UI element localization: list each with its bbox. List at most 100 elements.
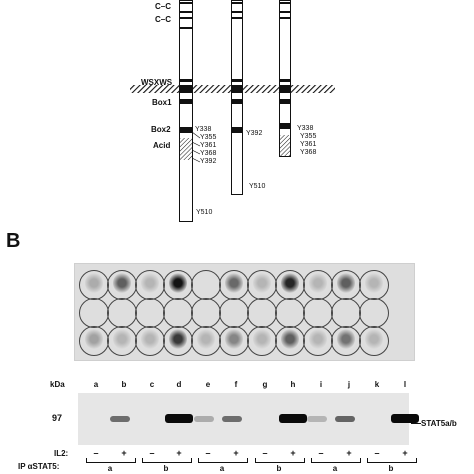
lane-letter: b xyxy=(121,380,127,389)
ip-group-label: a xyxy=(107,464,113,473)
ip-group-label: a xyxy=(219,464,225,473)
stat5-band xyxy=(391,414,419,423)
tyrosine-label: Y338 xyxy=(297,125,314,132)
lane-letter: l xyxy=(403,380,407,389)
tyrosine-label: Y510 xyxy=(249,183,266,190)
receptor-1-box2 xyxy=(179,127,193,133)
blot-spot xyxy=(141,273,159,293)
receptor-3-acid-region xyxy=(280,135,290,156)
tyrosine-label: Y510 xyxy=(196,209,213,216)
acid-label: Acid xyxy=(153,141,171,150)
blot-circle xyxy=(107,298,137,328)
ip-group-bracket xyxy=(311,458,361,463)
lane-letter: h xyxy=(290,380,296,389)
blot-spot xyxy=(169,273,187,293)
tyrosine-pointer-lines xyxy=(192,131,201,163)
tyrosine-label: Y361 xyxy=(200,142,217,149)
blot-spot xyxy=(337,329,355,349)
blot-spot xyxy=(337,273,355,293)
lane-letter: f xyxy=(234,380,238,389)
il2-sign: + xyxy=(176,448,182,458)
il2-sign: + xyxy=(290,448,296,458)
blot-spot xyxy=(113,329,131,349)
tyrosine-label: Y355 xyxy=(200,134,217,141)
blot-spot xyxy=(365,273,383,293)
lane-letter: d xyxy=(176,380,182,389)
ip-stat5-label: IP αSTAT5: xyxy=(18,462,60,471)
receptor-3-box1 xyxy=(279,99,291,104)
lane-letter: k xyxy=(374,380,380,389)
il2-sign: – xyxy=(93,448,99,458)
receptor-2-box1 xyxy=(231,99,243,104)
blot-spot xyxy=(113,273,131,293)
blot-circle xyxy=(247,298,277,328)
tyrosine-label: Y338 xyxy=(195,126,212,133)
tyrosine-label: Y392 xyxy=(200,158,217,165)
blot-circle xyxy=(79,298,109,328)
il2-sign: + xyxy=(402,448,408,458)
lane-letter: a xyxy=(93,380,99,389)
receptor-3-box2 xyxy=(279,123,291,129)
band-arrow-line xyxy=(411,423,421,424)
tyrosine-label: Y368 xyxy=(200,150,217,157)
box2-label: Box2 xyxy=(151,125,171,134)
cc-label: C–C xyxy=(155,15,172,24)
lane-letter: j xyxy=(347,380,351,389)
il2-sign: + xyxy=(346,448,352,458)
dot-blot xyxy=(74,263,415,361)
lane-letter: e xyxy=(205,380,211,389)
receptor-2-cc-bar xyxy=(231,2,243,4)
blot-spot xyxy=(253,329,271,349)
receptor-2-membrane xyxy=(231,85,243,93)
blot-spot xyxy=(281,273,299,293)
receptor-2-box2 xyxy=(231,127,243,133)
blot-circle xyxy=(219,298,249,328)
receptor-3-membrane xyxy=(279,85,291,93)
blot-spot xyxy=(85,329,103,349)
il2-label: IL2: xyxy=(54,449,69,458)
ip-group-label: a xyxy=(332,464,338,473)
marker-97: 97 xyxy=(52,413,63,423)
blot-circle xyxy=(135,298,165,328)
receptor-1-cc-bar xyxy=(179,27,193,29)
receptor-1-membrane xyxy=(179,85,193,93)
stat5-band xyxy=(165,414,193,423)
tyrosine-label: Y355 xyxy=(300,133,317,140)
blot-circle xyxy=(303,298,333,328)
il2-sign: – xyxy=(318,448,324,458)
cc-label: C–C xyxy=(155,2,172,11)
blot-circle xyxy=(191,270,221,300)
il2-sign: – xyxy=(262,448,268,458)
ip-group-bracket xyxy=(367,458,417,463)
receptor-3-cc-bar xyxy=(279,11,291,13)
receptor-2-wsxws-bar xyxy=(231,79,243,82)
receptor-2 xyxy=(231,0,243,195)
wsxws-label: WSXWS xyxy=(141,78,173,87)
blot-circle xyxy=(163,298,193,328)
stat5-band xyxy=(110,416,130,422)
lane-letter: c xyxy=(149,380,155,389)
blot-circle xyxy=(331,298,361,328)
blot-spot xyxy=(225,273,243,293)
il2-sign: + xyxy=(233,448,239,458)
receptor-1-wsxws-bar xyxy=(179,79,193,82)
receptor-3-cc-bar xyxy=(279,2,291,4)
receptor-1-cc-bar xyxy=(179,2,193,4)
blot-spot xyxy=(309,329,327,349)
receptor-1-box1 xyxy=(179,99,193,104)
ip-group-bracket xyxy=(86,458,136,463)
stat5-band xyxy=(222,416,242,422)
stat5-band-label: STAT5a/b xyxy=(421,419,457,428)
blot-spot xyxy=(225,329,243,349)
ip-group-label: b xyxy=(388,464,394,473)
blot-spot xyxy=(281,329,299,349)
blot-spot xyxy=(309,273,327,293)
ip-group-bracket xyxy=(255,458,305,463)
receptor-1-acid-region xyxy=(180,138,192,160)
panel-letter-b: B xyxy=(6,230,21,252)
blot-spot xyxy=(85,273,103,293)
ip-group-bracket xyxy=(142,458,192,463)
blot-circle xyxy=(359,298,389,328)
stat5-band xyxy=(335,416,355,422)
blot-circle xyxy=(191,298,221,328)
